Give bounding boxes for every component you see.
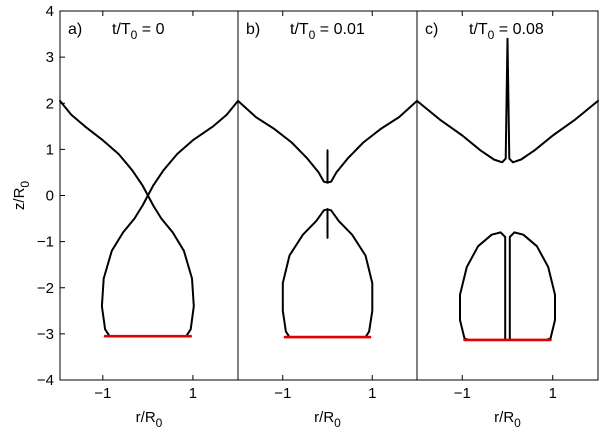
panel-letter: a) [68, 21, 82, 38]
series-line-3 [281, 208, 329, 339]
panel-frame [416, 10, 599, 381]
x-tick-label: 1 [549, 385, 557, 402]
panels-layer: −1 1 4 3 2 1 0 −1 −2 −3 −4 z/R0 r/R0 a) t/T0 = 0 −1 1 r/R… [11, 3, 599, 430]
panel-title: t/T0 = 0 [112, 21, 165, 42]
y-tick-label: 4 [46, 3, 54, 20]
x-tick-label: −1 [94, 385, 111, 402]
panel-letter: b) [246, 21, 260, 38]
y-tick-label: 1 [46, 141, 54, 158]
panel-title: t/T0 = 0.08 [469, 21, 544, 42]
x-axis-label: r/R0 [136, 409, 163, 430]
y-tick-label: −3 [37, 326, 54, 343]
panel-letter: c) [425, 21, 438, 38]
x-tick-label: 1 [189, 385, 197, 402]
x-axis-label: r/R0 [314, 409, 341, 430]
series-line-1 [416, 37, 599, 164]
series-line-2 [459, 231, 507, 341]
y-tick-label: −1 [37, 234, 54, 251]
series-line-1 [59, 99, 195, 338]
panel-1: −1 1 4 3 2 1 0 −1 −2 −3 −4 z/R0 r/R0 a) t/T0 = 0 [11, 3, 239, 430]
x-tick-label: −1 [454, 385, 471, 402]
y-tick-label: 0 [46, 188, 54, 205]
y-tick-label: 2 [46, 95, 54, 112]
series-line-4 [326, 208, 374, 339]
x-tick-label: 1 [368, 385, 376, 402]
x-axis-label: r/R0 [494, 409, 521, 430]
y-tick-label: −4 [37, 372, 54, 389]
y-tick-label: −2 [37, 280, 54, 297]
panel-frame [237, 10, 418, 381]
y-axis-label: z/R0 [11, 181, 32, 211]
panel-3: −1 1 r/R0 c) t/T0 = 0.08 [416, 10, 599, 430]
x-tick-label: −1 [274, 385, 291, 402]
panel-title: t/T0 = 0.01 [290, 21, 365, 42]
panel-2: −1 1 r/R0 b) t/T0 = 0.01 [237, 10, 418, 430]
series-line-3 [508, 231, 556, 341]
series-line-2 [100, 99, 239, 338]
y-tick-label: 3 [46, 49, 54, 66]
